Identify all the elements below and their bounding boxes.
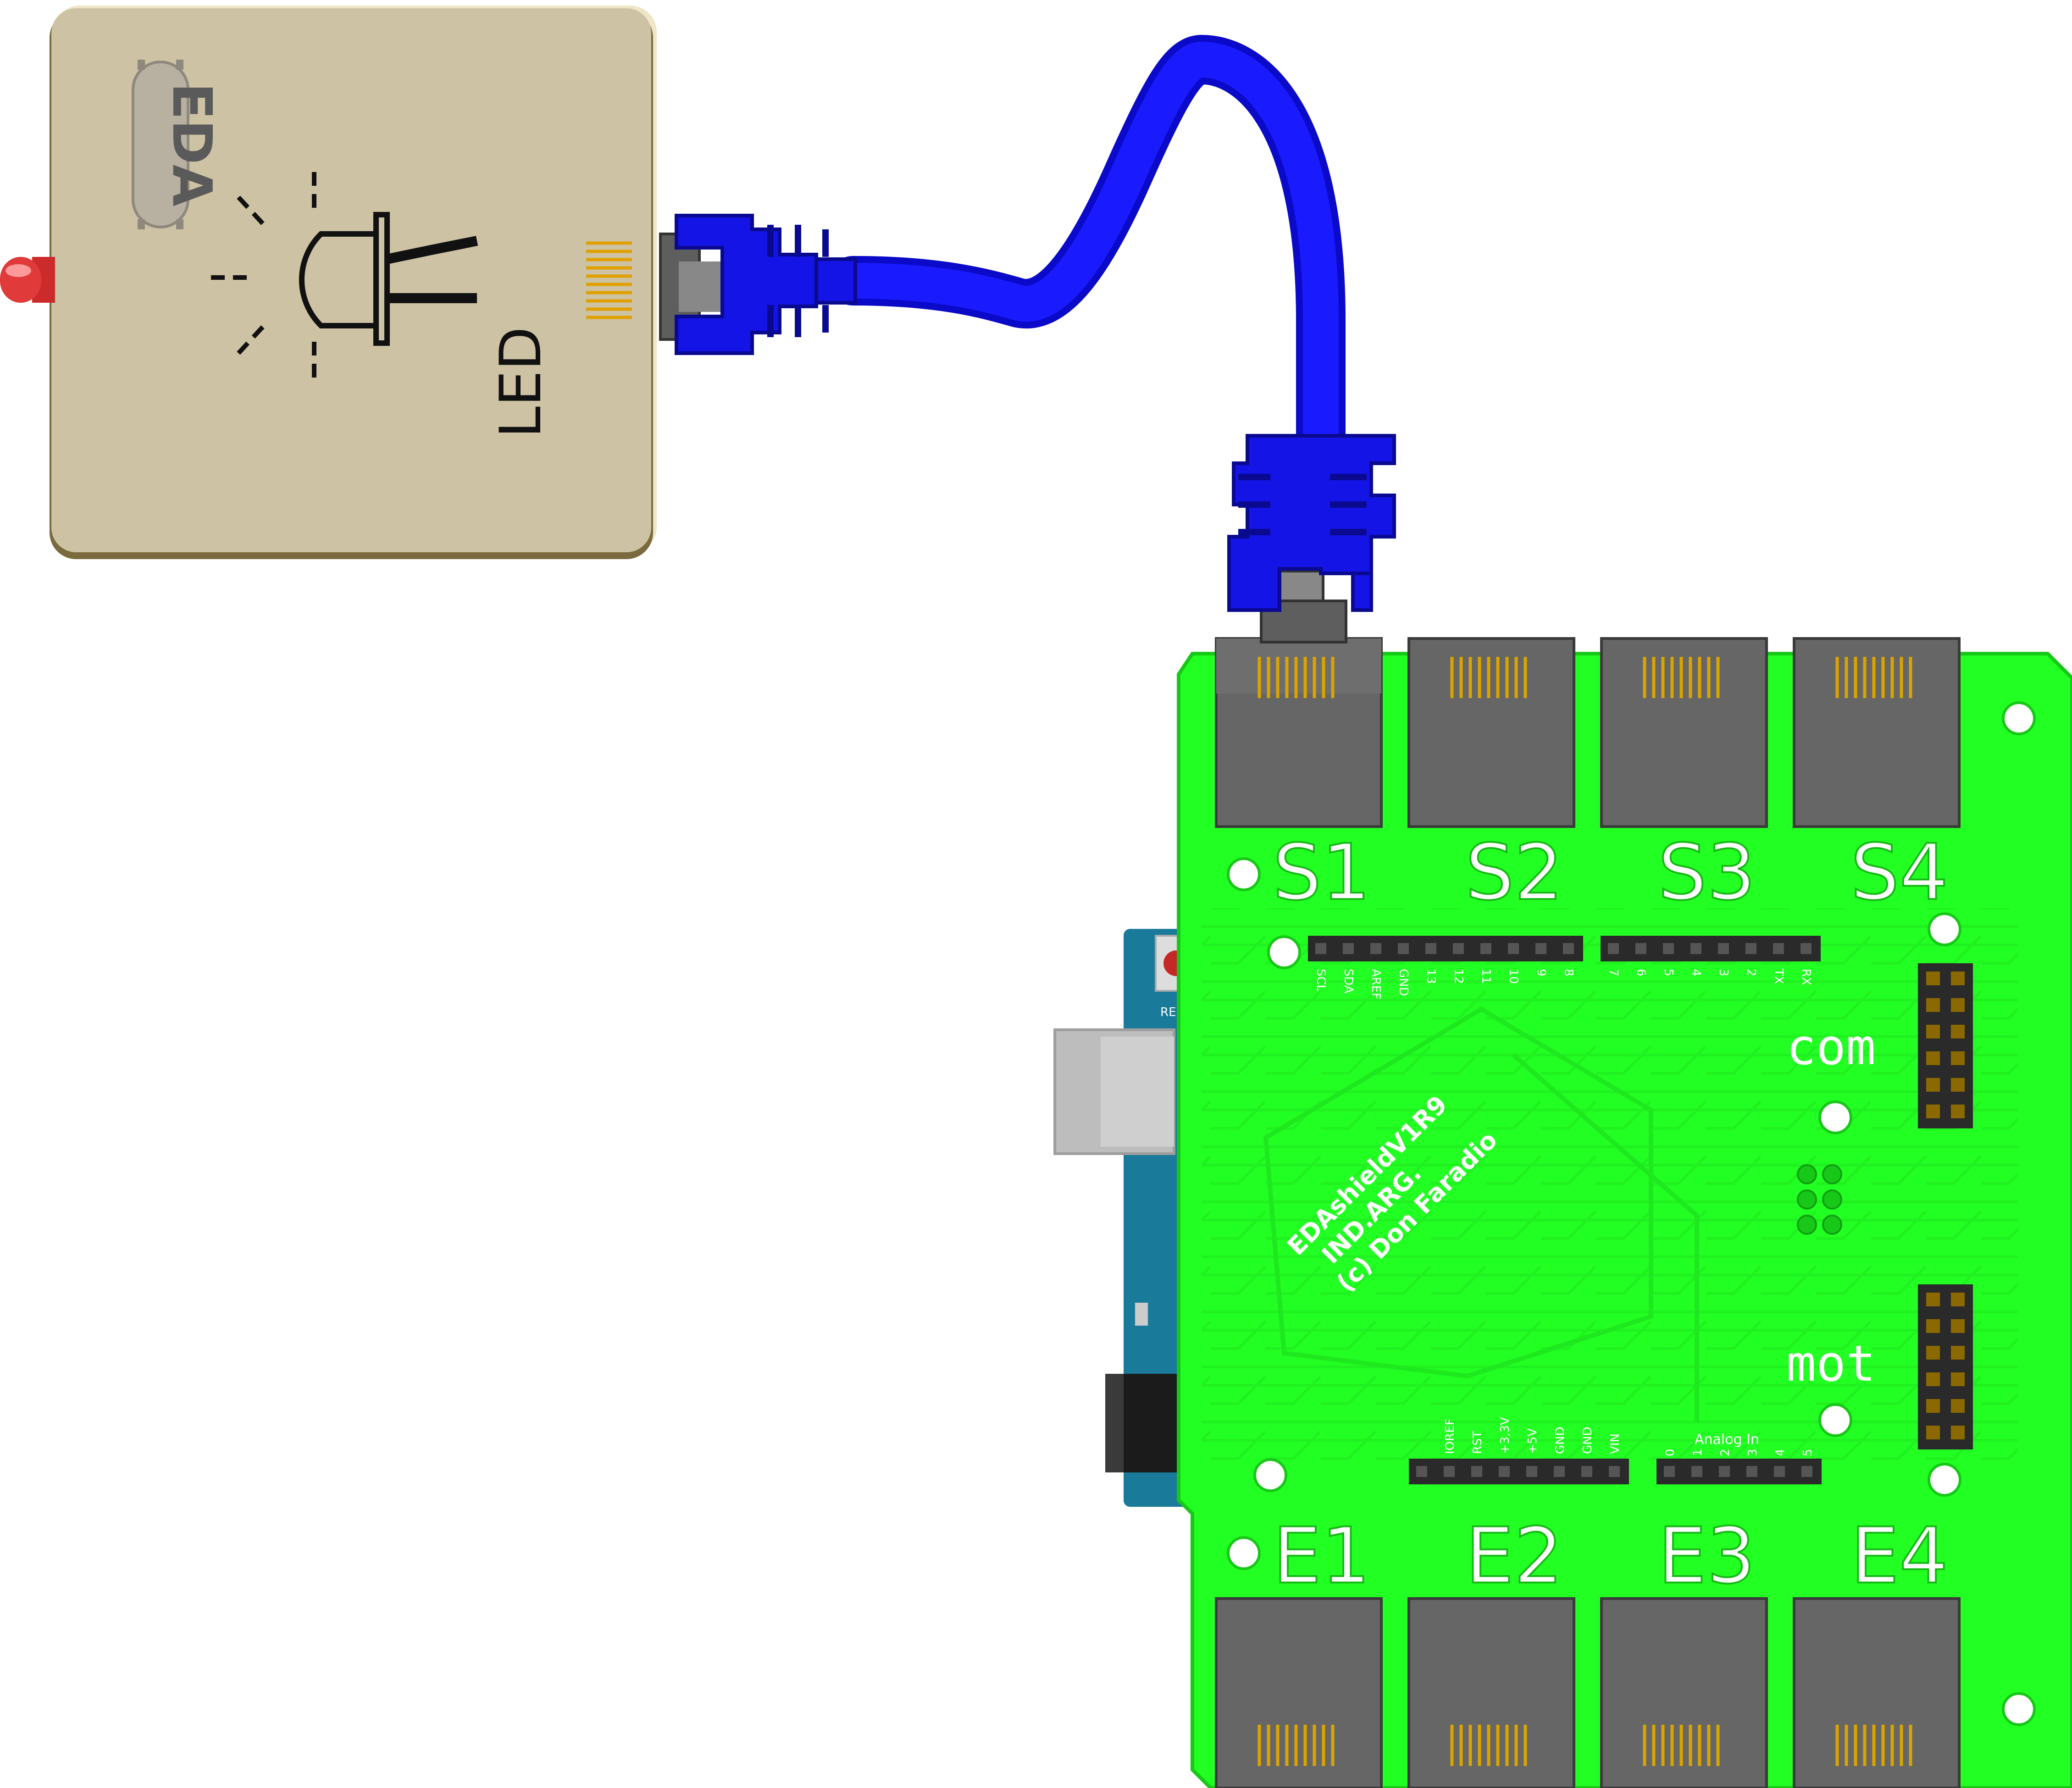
digital-pin-label: 3 — [1717, 969, 1730, 977]
analog-pin-label: 1 — [1691, 1449, 1705, 1456]
port-label-e4: E4 — [1850, 1511, 1948, 1601]
rj-cable[interactable] — [853, 60, 1321, 436]
power-pin-label: VIN — [1608, 1433, 1622, 1454]
mot-header — [1918, 1284, 1973, 1449]
port-label-e1: E1 — [1273, 1511, 1370, 1601]
com-header — [1918, 963, 1973, 1128]
power-pin-label: GND — [1553, 1427, 1567, 1454]
analog-pin-label: 2 — [1718, 1449, 1732, 1456]
power-pin-label: +3,3V — [1498, 1417, 1512, 1454]
module-label: LED — [488, 327, 554, 438]
led-module[interactable]: EDA LED — [0, 6, 657, 559]
arduino-component — [1135, 1303, 1148, 1326]
digital-pin-label: 11 — [1479, 969, 1493, 984]
power-pin-label: GND — [1581, 1427, 1595, 1454]
power-pin-label: RST — [1471, 1431, 1485, 1454]
power-header — [1409, 1459, 1629, 1484]
digital-pin-label: 6 — [1634, 969, 1648, 977]
power-pin-label: +5V — [1526, 1428, 1540, 1454]
digital-pin-label: AREF — [1369, 969, 1383, 1000]
digital-pin-label: 2 — [1744, 969, 1758, 977]
pcb-traces — [1202, 908, 2018, 1468]
analog-title: Analog In — [1695, 1432, 1759, 1448]
sensor-port-s4[interactable] — [1794, 639, 1959, 827]
digital-pin-label: RX — [1799, 969, 1813, 985]
sensor-port-s3[interactable] — [1601, 639, 1767, 827]
red-led — [0, 257, 55, 303]
analog-pin-label: 0 — [1663, 1449, 1677, 1456]
port-label-s1: S1 — [1273, 827, 1371, 917]
digital-pin-label: 12 — [1452, 969, 1465, 984]
digital-pin-label: GND — [1396, 969, 1410, 996]
port-label-e2: E2 — [1465, 1511, 1563, 1601]
port-label-e3: E3 — [1658, 1511, 1756, 1601]
analog-pin-label: 4 — [1773, 1449, 1787, 1456]
port-label-s2: S2 — [1465, 827, 1563, 917]
actuator-port-e3[interactable] — [1601, 1599, 1767, 1788]
sensor-port-s2[interactable] — [1409, 639, 1574, 827]
digital-pin-label: SDA — [1341, 969, 1355, 994]
power-jack-rim — [1105, 1374, 1124, 1472]
digital-pin-label: 9 — [1534, 969, 1548, 977]
usb-port-inner — [1101, 1037, 1174, 1147]
actuator-port-e2[interactable] — [1409, 1599, 1574, 1788]
port-label-s3: S3 — [1658, 827, 1756, 917]
mot-label: mot — [1786, 1335, 1876, 1393]
power-pin-label: IOREF — [1443, 1418, 1457, 1454]
cable-plug-shield[interactable] — [1229, 436, 1394, 642]
digital-header-right — [1601, 936, 1821, 961]
eda-shield: S1 S2 S3 S4 SCLSDAAREFGND131211109876543… — [1179, 639, 2072, 1788]
digital-pin-label: 8 — [1562, 969, 1575, 977]
digital-pin-label: 4 — [1689, 969, 1703, 977]
digital-pin-label: 10 — [1507, 969, 1520, 984]
analog-pin-label: 3 — [1746, 1449, 1760, 1456]
digital-pin-label: SCL — [1314, 969, 1328, 992]
digital-pin-label: 13 — [1424, 969, 1438, 984]
port-label-s4: S4 — [1850, 827, 1949, 917]
actuator-port-e4[interactable] — [1794, 1599, 1959, 1788]
actuator-port-e1[interactable] — [1216, 1599, 1381, 1788]
digital-pin-label: 7 — [1607, 969, 1620, 977]
digital-pin-label: 5 — [1662, 969, 1675, 977]
analog-pin-label: 5 — [1801, 1449, 1815, 1456]
analog-header — [1656, 1459, 1822, 1484]
sensor-port-s1[interactable] — [1216, 639, 1381, 827]
digital-pin-label: TX — [1772, 968, 1785, 984]
cable-plug-module[interactable] — [660, 216, 855, 353]
com-label: com — [1786, 1019, 1876, 1076]
eda-logo: EDA — [133, 60, 224, 229]
eda-logo-text: EDA — [161, 83, 224, 206]
